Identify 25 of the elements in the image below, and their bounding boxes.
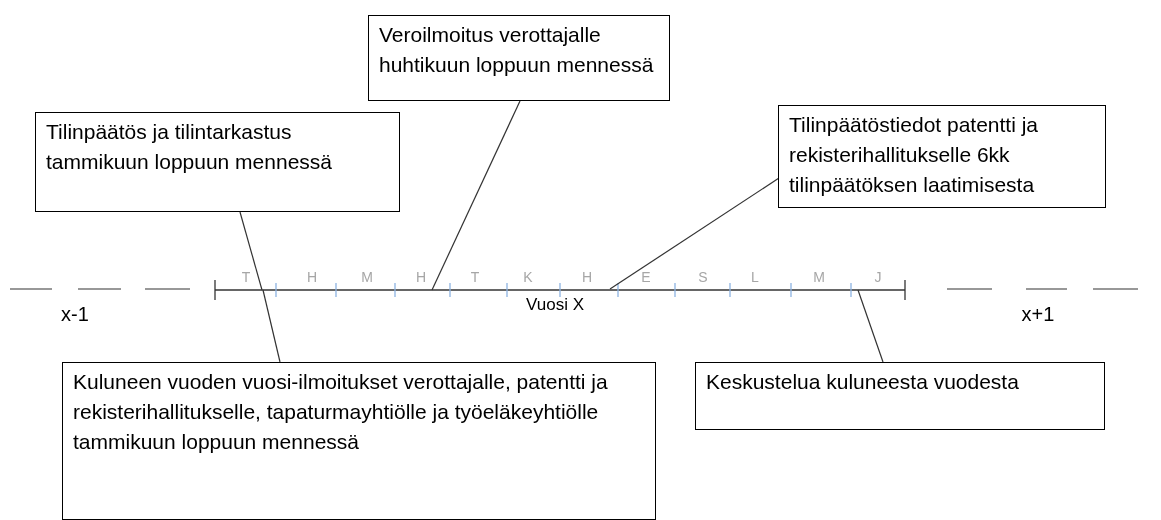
month-letter: S [698,269,708,285]
text-box: Keskustelua kuluneesta vuodesta [695,362,1105,430]
leader-line [609,177,780,290]
month-letter: M [813,269,825,285]
month-letter: M [361,269,373,285]
month-letter: T [470,269,480,285]
leader-line [239,211,263,291]
month-letter: H [415,269,427,285]
text-box: Veroilmoitus verottajalle huhtikuun loppuun mennessä [368,15,670,101]
text-box: Tilinpäätöstiedot patentti ja rekisterihallitukselle 6kk tilinpäätöksen laatimisesta [778,105,1106,208]
leader-line [262,289,281,363]
month-letter: L [751,269,759,285]
month-letter: K [523,269,533,285]
year-label: x+1 [1021,303,1055,326]
month-letter: J [874,269,882,285]
month-letter: E [641,269,651,285]
month-letter: H [306,269,318,285]
year-label: x-1 [61,303,89,326]
leader-line [431,100,521,291]
text-box: Tilinpäätös ja tilintarkastus tammikuun loppuun mennessä [35,112,400,212]
month-letter: H [581,269,593,285]
month-letter: T [241,269,251,285]
leader-line [857,289,884,363]
year-label: Vuosi X [526,294,584,315]
text-box: Kuluneen vuoden vuosi-ilmoitukset verottajalle, patentti ja rekisterihallitukselle, tapaturmayhtiölle ja työeläkeyhtiölle tammikuun loppuun mennessä [62,362,656,520]
